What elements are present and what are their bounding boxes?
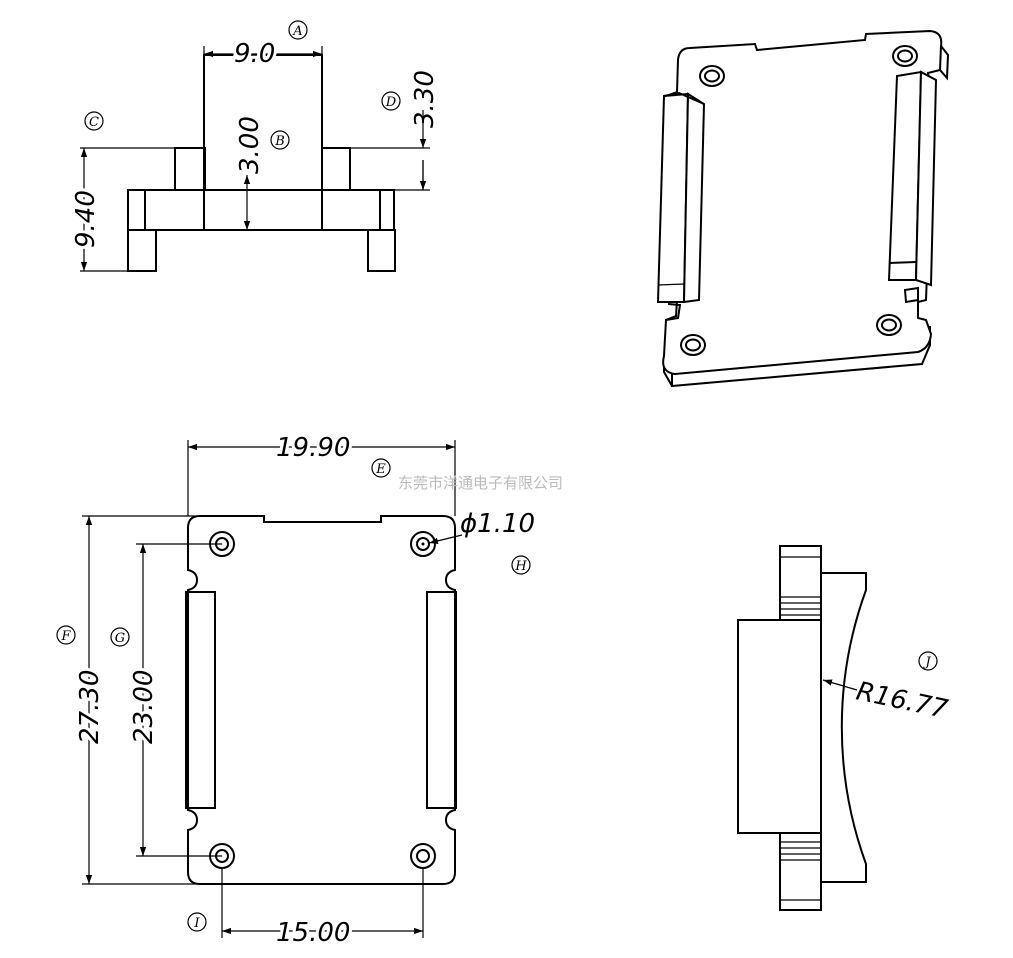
dim-hole-pitch-vertical: 23.00 — [129, 670, 159, 744]
callout-e: E — [375, 462, 386, 477]
callout-i: I — [193, 916, 200, 931]
callout-d: D — [385, 95, 397, 110]
front-view: 9.0 A 3.00 B 9.40 C 3.30 D — [68, 20, 440, 272]
callout-f: F — [60, 629, 71, 644]
callout-g: G — [115, 631, 125, 646]
top-view: 19.90 E ϕ1.10 H 27.30 F 23.00 G 15.00 I — [56, 430, 535, 951]
dim-height-c: 9.40 — [71, 190, 101, 248]
dim-height-b: 3.00 — [235, 116, 265, 174]
callout-c: C — [89, 115, 99, 130]
callout-j: J — [922, 655, 931, 670]
dim-height-d: 3.30 — [410, 70, 440, 128]
watermark: 东莞市洋通电子有限公司 — [398, 474, 563, 492]
callout-h: H — [514, 559, 527, 574]
dim-hole-pitch-horizontal: 15.00 — [276, 918, 350, 948]
dim-height-total: 27.30 — [75, 670, 105, 744]
dim-radius: R16.77 — [854, 677, 951, 726]
dim-width-top: 9.0 — [234, 39, 275, 69]
dim-hole-diameter: ϕ1.10 — [460, 509, 535, 539]
dim-width-total: 19.90 — [276, 433, 350, 463]
side-view: R16.77 J — [737, 545, 951, 911]
isometric-view — [656, 29, 950, 388]
callout-b: B — [274, 134, 285, 149]
callout-a: A — [292, 24, 302, 39]
